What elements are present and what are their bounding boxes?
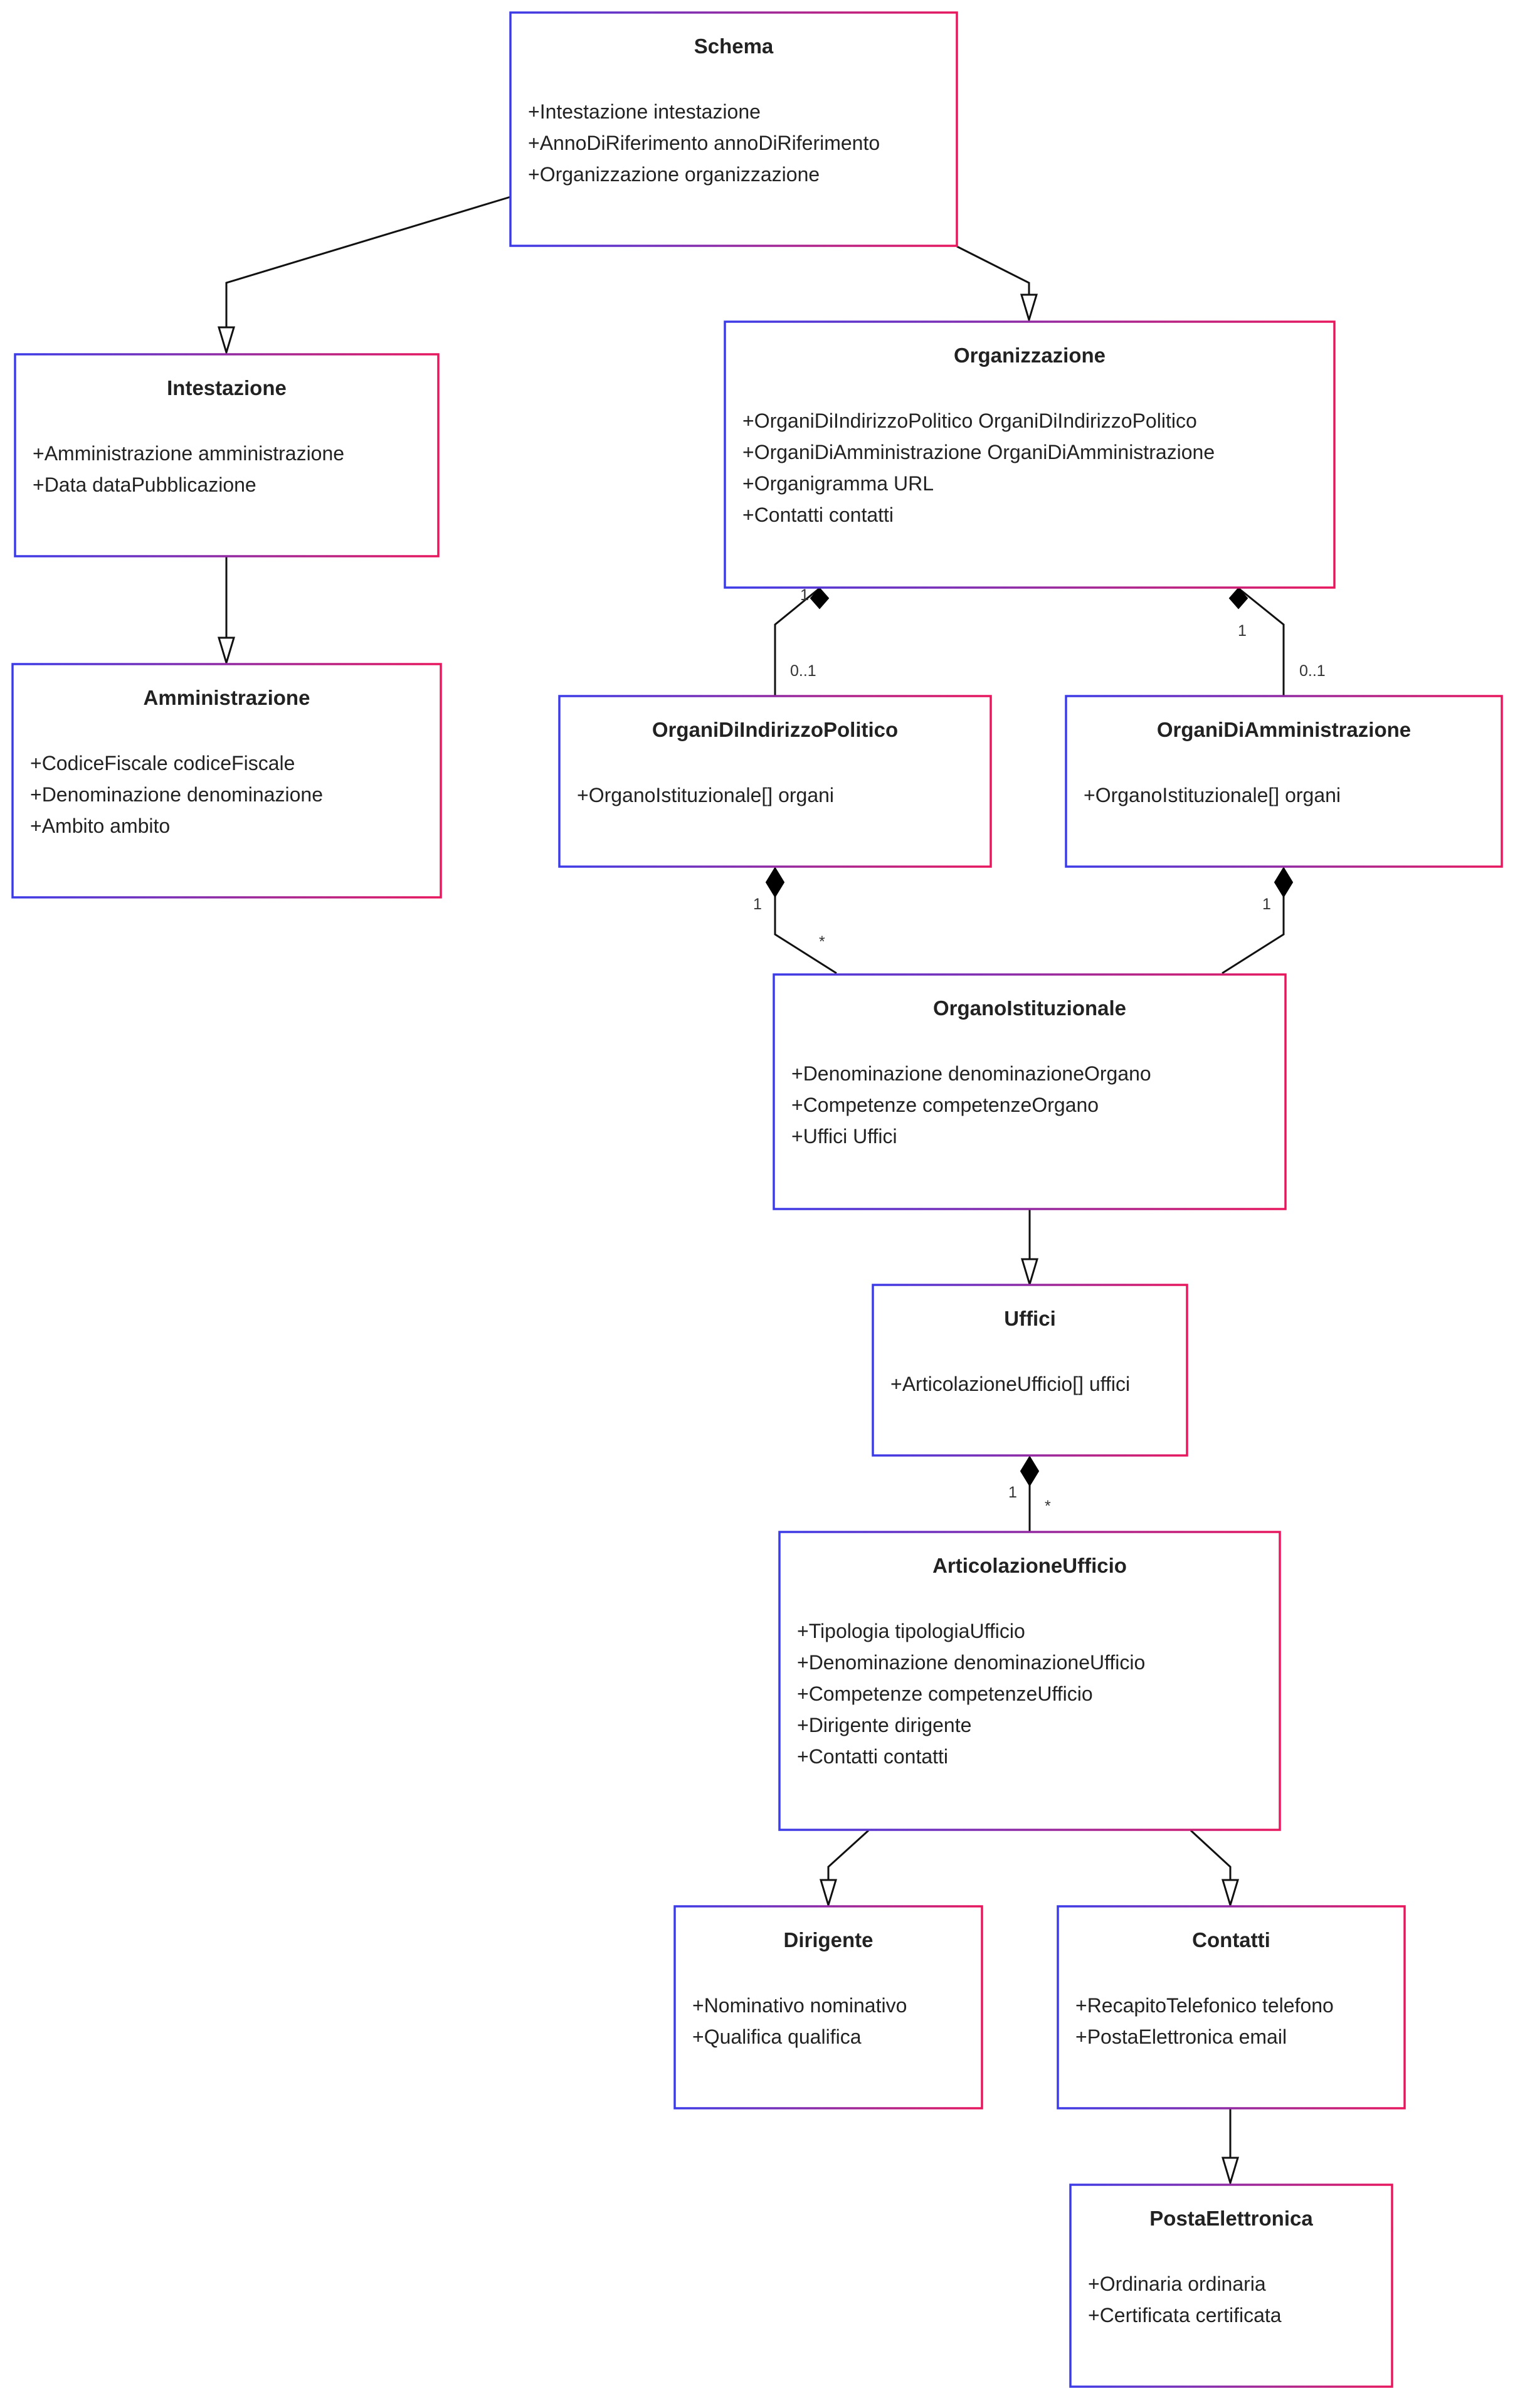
diamond-uffici-articolazione bbox=[1020, 1455, 1040, 1487]
class-name: Intestazione bbox=[167, 376, 287, 399]
class-attribute: +RecapitoTelefonico telefono bbox=[1075, 1994, 1334, 2017]
class-attribute: +Competenze competenzeUfficio bbox=[797, 1682, 1093, 1705]
multiplicities: 1 0..1 1 0..1 1 * 1 1 * bbox=[753, 586, 1326, 1515]
class-name: Amministrazione bbox=[144, 686, 310, 709]
class-name: Dirigente bbox=[783, 1928, 873, 1951]
class-attribute: +Intestazione intestazione bbox=[528, 100, 761, 123]
edge-org-amministrazione bbox=[1238, 587, 1285, 695]
class-box-amministrazione: Amministrazione +CodiceFiscale codiceFisc… bbox=[11, 663, 442, 899]
arrow-head-dirigente bbox=[819, 1879, 838, 1909]
class-attribute: +Uffici Uffici bbox=[791, 1125, 897, 1148]
class-box-schema: Schema +Intestazione intestazione +AnnoDiR… bbox=[509, 11, 958, 247]
class-attribute: +Organigramma URL bbox=[742, 472, 934, 495]
class-box-intestazione: Intestazione +Amministrazione amministraz… bbox=[14, 353, 440, 557]
class-box-organo-istituzionale: OrganoIstituzionale +Denominazione denomi… bbox=[773, 973, 1287, 1210]
class-box-uffici: Uffici +ArticolazioneUfficio[] uffici bbox=[872, 1284, 1188, 1457]
class-attribute: +AnnoDiRiferimento annoDiRiferimento bbox=[528, 132, 880, 154]
arrow-head-organizzazione bbox=[1020, 293, 1038, 324]
class-attribute: +Certificata certificata bbox=[1088, 2304, 1282, 2326]
class-box-border bbox=[11, 663, 442, 899]
class-attribute: +OrganoIstituzionale[] organi bbox=[577, 784, 834, 806]
edge-indirizzo-organo bbox=[774, 868, 837, 974]
class-name: OrganoIstituzionale bbox=[933, 996, 1126, 1020]
class-box-border bbox=[558, 695, 992, 868]
class-name: OrganiDiAmministrazione bbox=[1157, 718, 1411, 741]
class-attribute: +CodiceFiscale codiceFiscale bbox=[30, 752, 295, 774]
class-attribute: +Qualifica qualifica bbox=[692, 2025, 862, 2048]
class-attribute: +OrganiDiAmministrazione OrganiDiAmminis… bbox=[742, 441, 1215, 463]
diamond-org-indirizzo bbox=[810, 587, 830, 610]
mult-uffici-articolazione-source: 1 bbox=[1008, 1484, 1017, 1501]
class-box-organi-amministrazione: OrganiDiAmministrazione +OrganoIstituzion… bbox=[1065, 695, 1503, 868]
edge-schema-intestazione bbox=[225, 196, 511, 327]
class-name: ArticolazioneUfficio bbox=[932, 1554, 1127, 1577]
class-boxes: Schema +Intestazione intestazione +AnnoDiR… bbox=[11, 11, 1503, 2388]
class-box-border bbox=[673, 1905, 983, 2110]
class-box-border bbox=[773, 973, 1287, 1210]
mult-org-indirizzo-target: 0..1 bbox=[790, 662, 816, 680]
class-box-articolazione: ArticolazioneUfficio +Tipologia tipologia… bbox=[778, 1531, 1281, 1831]
diamond-org-amministrazione bbox=[1228, 587, 1248, 610]
edge-articolazione-contatti bbox=[1190, 1829, 1232, 1880]
class-box-border bbox=[1057, 1905, 1406, 2110]
arrow-head-amministrazione bbox=[217, 636, 236, 667]
class-box-organi-indirizzo: OrganiDiIndirizzoPolitico +OrganoIstituzi… bbox=[558, 695, 992, 868]
class-attribute: +Denominazione denominazioneUfficio bbox=[797, 1651, 1145, 1674]
class-attribute: +ArticolazioneUfficio[] uffici bbox=[890, 1373, 1130, 1395]
arrow-head-contatti bbox=[1221, 1879, 1240, 1909]
class-box-border bbox=[14, 353, 440, 557]
arrow-head-uffici bbox=[1020, 1258, 1039, 1288]
class-box-posta: PostaElettronica +Ordinaria ordinaria +Cer… bbox=[1069, 2184, 1393, 2388]
class-attribute: +Nominativo nominativo bbox=[692, 1994, 907, 2017]
mult-indirizzo-organo-target: * bbox=[819, 933, 825, 951]
edges bbox=[217, 196, 1294, 2187]
class-name: Organizzazione bbox=[954, 344, 1106, 367]
arrow-head-posta bbox=[1221, 2157, 1240, 2187]
class-attribute: +Denominazione denominazione bbox=[30, 783, 323, 806]
class-box-contatti: Contatti +RecapitoTelefonico telefono +Pos… bbox=[1057, 1905, 1406, 2110]
class-attribute: +Denominazione denominazioneOrgano bbox=[791, 1062, 1151, 1085]
diamond-amministrazione-organo bbox=[1274, 867, 1294, 898]
class-name: Schema bbox=[694, 34, 774, 58]
class-attribute: +OrganoIstituzionale[] organi bbox=[1084, 784, 1341, 806]
class-box-border bbox=[872, 1284, 1188, 1457]
diamond-indirizzo-organo bbox=[765, 867, 785, 898]
class-box-dirigente: Dirigente +Nominativo nominativo +Qualific… bbox=[673, 1905, 983, 2110]
class-attribute: +Amministrazione amministrazione bbox=[33, 442, 344, 465]
class-box-border bbox=[778, 1531, 1281, 1831]
mult-indirizzo-organo-source: 1 bbox=[753, 895, 762, 913]
edge-articolazione-dirigente bbox=[827, 1829, 870, 1880]
class-attribute: +Ordinaria ordinaria bbox=[1088, 2273, 1266, 2295]
class-attribute: +PostaElettronica email bbox=[1075, 2025, 1287, 2048]
class-box-border bbox=[1065, 695, 1503, 868]
mult-org-amministrazione-target: 0..1 bbox=[1299, 662, 1326, 680]
class-box-border bbox=[724, 320, 1336, 589]
class-name: OrganiDiIndirizzoPolitico bbox=[652, 718, 898, 741]
class-box-border bbox=[509, 11, 958, 247]
edge-schema-organizzazione bbox=[956, 245, 1030, 295]
mult-amministrazione-organo-source: 1 bbox=[1262, 895, 1271, 913]
class-attribute: +Contatti contatti bbox=[742, 504, 894, 526]
class-attribute: +Contatti contatti bbox=[797, 1745, 948, 1768]
class-attribute: +Ambito ambito bbox=[30, 815, 170, 837]
class-box-border bbox=[1069, 2184, 1393, 2388]
edge-org-indirizzo bbox=[774, 587, 820, 695]
class-attribute: +Organizzazione organizzazione bbox=[528, 163, 820, 186]
mult-org-amministrazione-source: 1 bbox=[1238, 622, 1247, 640]
arrow-head-intestazione bbox=[217, 326, 236, 356]
edge-amministrazione-organo bbox=[1222, 868, 1285, 974]
class-attribute: +OrganiDiIndirizzoPolitico OrganiDiIndir… bbox=[742, 409, 1197, 432]
mult-uffici-articolazione-target: * bbox=[1045, 1497, 1051, 1515]
class-attribute: +Competenze competenzeOrgano bbox=[791, 1094, 1099, 1116]
mult-org-indirizzo-source: 1 bbox=[800, 586, 809, 604]
class-attribute: +Dirigente dirigente bbox=[797, 1714, 971, 1736]
class-attribute: +Tipologia tipologiaUfficio bbox=[797, 1620, 1025, 1642]
class-attribute: +Data dataPubblicazione bbox=[33, 473, 256, 496]
class-name: Contatti bbox=[1192, 1928, 1270, 1951]
class-name: Uffici bbox=[1004, 1307, 1056, 1330]
class-name: PostaElettronica bbox=[1149, 2207, 1313, 2230]
class-box-organizzazione: Organizzazione +OrganiDiIndirizzoPolitico… bbox=[724, 320, 1336, 589]
